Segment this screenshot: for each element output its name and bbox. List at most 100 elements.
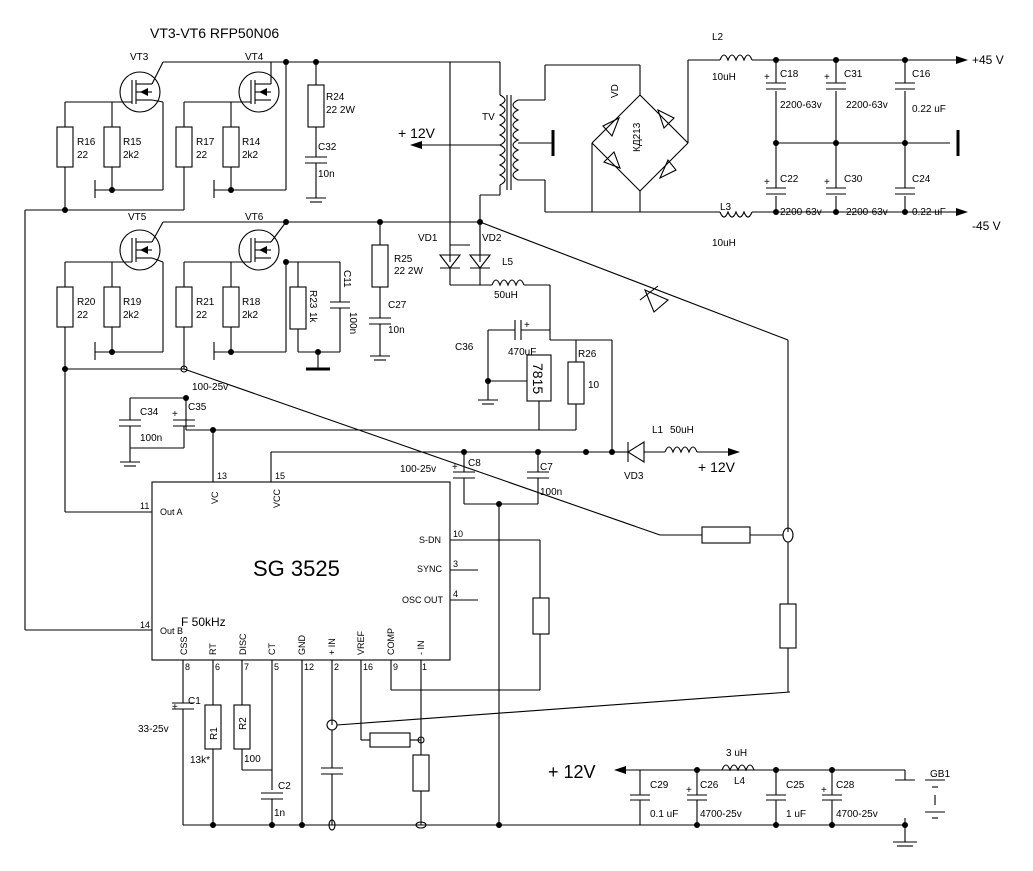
ic-pin-disc-label: DISC (238, 633, 248, 655)
ic-pin-5-num: 5 (274, 662, 279, 672)
r17-resistor (175, 126, 193, 168)
l5-value: 50uH (494, 290, 518, 301)
vt5-mosfet (119, 221, 164, 271)
r18-resistor (222, 286, 240, 328)
ic-pin-minusin-label: - IN (416, 641, 426, 656)
c32-value: 10n (318, 169, 335, 180)
r15-resistor (103, 126, 121, 168)
ic-pin-14-num: 14 (140, 620, 150, 630)
r23-value: 1k (307, 312, 318, 324)
ic-pin-6-num: 6 (215, 662, 220, 672)
ic-pin-sync-label: SYNC (417, 564, 443, 574)
r2-value: 100 (244, 754, 261, 765)
ic-pin-9-num: 9 (393, 662, 398, 672)
c24-label: C24 (912, 174, 931, 185)
vref-resistor (369, 732, 411, 748)
vd2-label: VD2 (482, 233, 502, 244)
ic-pin-sdn-label: S-DN (419, 535, 441, 545)
ic-pin-vc-label: VC (210, 491, 220, 504)
svg-text:+: + (452, 462, 458, 473)
svg-text:+: + (764, 177, 770, 188)
svg-text:+: + (824, 177, 830, 188)
c36-value: 470uF (508, 347, 536, 358)
c27-label: C27 (388, 300, 407, 311)
ic-bottom-pins: CSS RT DISC CT GND + IN VREF COMP - IN 8… (179, 628, 427, 672)
vt6-label: VT6 (245, 212, 264, 223)
c1-label: C1 (188, 696, 201, 707)
l5-label: L5 (502, 257, 514, 268)
vt3-label: VT3 (130, 52, 149, 63)
ic-pin-4-num: 4 (453, 589, 458, 599)
ic-pin-7-num: 7 (244, 662, 249, 672)
ic-pin-15-num: 15 (275, 471, 285, 481)
r14-label: R14 (242, 137, 261, 148)
c11-value: 100n (347, 312, 358, 334)
r21-value: 22 (196, 310, 208, 321)
l1-value: 50uH (670, 425, 694, 436)
c24-value: 0.22 uF (912, 207, 946, 218)
svg-text:+: + (821, 785, 827, 796)
c36-label: C36 (455, 342, 474, 353)
c35-value: 100-25v (192, 382, 228, 393)
r19-label: R19 (123, 297, 142, 308)
c30-value: 2200-63v (846, 207, 888, 218)
ic-pin-outa-label: Out A (160, 507, 183, 517)
l2-label: L2 (712, 32, 724, 43)
bridge-label: VD (610, 84, 621, 98)
transformer-label: TV (482, 112, 495, 123)
svg-text:+: + (524, 320, 530, 331)
ic-pin-12-num: 12 (304, 662, 314, 672)
r19-value: 2k2 (123, 310, 140, 321)
ic-pin-vcc-label: VCC (272, 488, 282, 508)
c2-label: C2 (278, 781, 291, 792)
c26-value: 4700-25v (700, 809, 742, 820)
c8-label: C8 (468, 458, 481, 469)
r17-value: 22 (196, 150, 208, 161)
c35-label: C35 (188, 402, 207, 413)
ic-pin-rt-label: RT (208, 643, 218, 655)
plus12-in-label: + 12V (548, 762, 596, 782)
c31-value: 2200-63v (846, 100, 888, 111)
minus-in-resistor (412, 754, 430, 792)
c8-value: 100-25v (400, 464, 436, 475)
r23-resistor (289, 286, 307, 330)
vd1-label: VD1 (418, 233, 438, 244)
c28-value: 4700-25v (836, 809, 878, 820)
minus45-label: -45 V (972, 219, 1001, 233)
c34-label: C34 (140, 407, 159, 418)
ic-pin-2-num: 2 (334, 662, 339, 672)
ic-pin-gnd-label: GND (297, 635, 307, 656)
c29-label: C29 (650, 780, 669, 791)
r20-value: 22 (77, 310, 89, 321)
l4-label: L4 (734, 776, 746, 787)
r23-label: R23 (307, 290, 318, 309)
vt6-mosfet (238, 221, 287, 271)
c25-label: C25 (786, 780, 805, 791)
l3-value: 10uH (712, 238, 736, 249)
r21-resistor (175, 286, 193, 328)
ic-name: SG 3525 (253, 556, 340, 581)
ic-pin-plusin-label: + IN (327, 638, 337, 655)
ic-pin-vref-label: VREF (356, 630, 366, 655)
c16-label: C16 (912, 69, 931, 80)
r15-label: R15 (123, 137, 142, 148)
transistor-title: VT3-VT6 RFP50N06 (150, 25, 279, 41)
c30-label: C30 (844, 174, 863, 185)
c7-label: C7 (540, 462, 553, 473)
r14-value: 2k2 (242, 150, 259, 161)
l4-value: 3 uH (726, 748, 747, 759)
r16-label: R16 (77, 137, 96, 148)
plus12-out-label: + 12V (698, 459, 736, 475)
ic-pin-11-num: 11 (140, 501, 149, 511)
svg-text:+: + (172, 702, 178, 713)
r2-label: R2 (238, 717, 249, 730)
plus12-tv-label: + 12V (398, 125, 436, 141)
r16-resistor (56, 126, 74, 168)
l2-value: 10uH (712, 72, 736, 83)
r20-label: R20 (77, 297, 96, 308)
bridge-part: КД213 (632, 122, 643, 152)
r15-value: 2k2 (123, 150, 140, 161)
ic-pin-outb-label: Out B (160, 626, 183, 636)
c22-value: 2200-63v (780, 207, 822, 218)
vt5-label: VT5 (128, 212, 147, 223)
